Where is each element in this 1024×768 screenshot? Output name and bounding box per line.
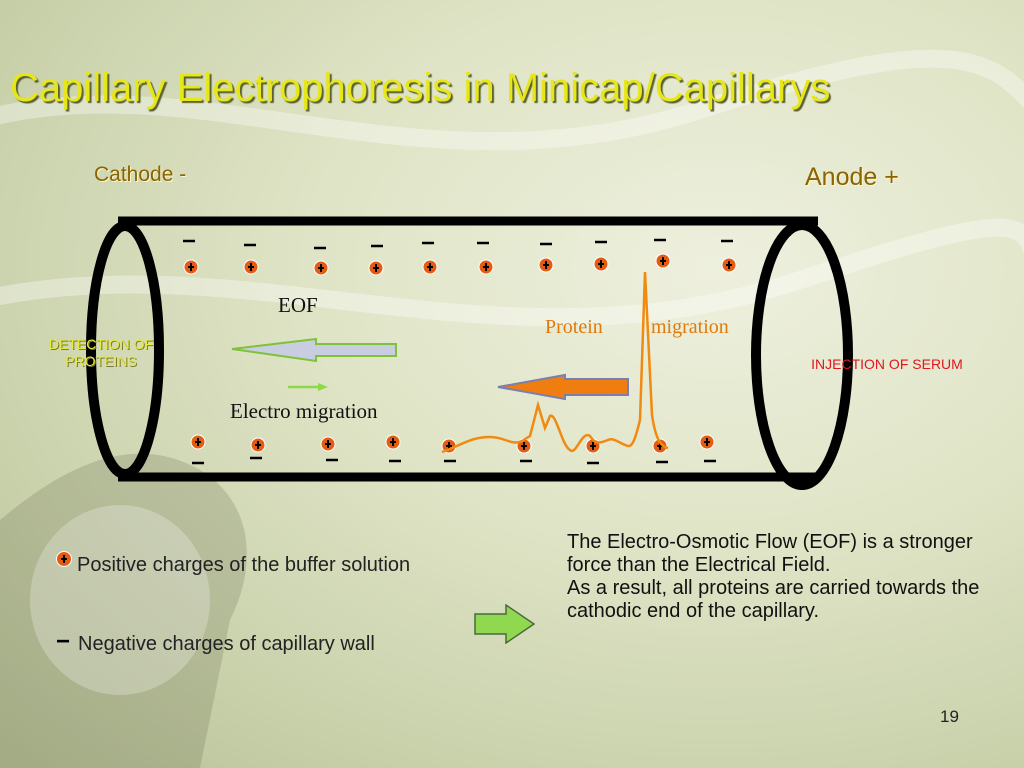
anode-end-ring (751, 220, 853, 490)
legend-positive-text: Positive charges of the buffer solution (77, 554, 411, 576)
electropherogram-trace (441, 271, 669, 454)
result-arrow-icon (474, 604, 536, 644)
eof-label: EOF (278, 293, 318, 317)
negative-charges-top (183, 238, 733, 250)
electro-migration-arrow (288, 383, 328, 391)
explanation-text: The Electro-Osmotic Flow (EOF) is a stro… (567, 531, 997, 623)
migration-label: migration (651, 316, 729, 338)
negative-charge-icon: − (56, 628, 71, 655)
protein-label: Protein (545, 316, 603, 338)
page-number: 19 (940, 707, 959, 726)
negative-charges-bottom (192, 456, 716, 465)
explanation-line-2: As a result, all proteins are carried to… (567, 577, 980, 622)
electro-migration-label: Electro migration (230, 399, 378, 423)
cathode-label: Cathode - (94, 163, 187, 186)
injection-label: INJECTION OF SERUM (811, 356, 963, 372)
page-title: Capillary Electrophoresis in Minicap/Cap… (10, 66, 831, 110)
detection-label: DETECTION OF PROTEINS (48, 336, 154, 369)
protein-migration-arrow (497, 373, 629, 401)
positive-charges-top (183, 253, 737, 276)
eof-arrow (231, 337, 397, 363)
legend-negative-text: Negative charges of capillary wall (78, 633, 375, 655)
explanation-line-1: The Electro-Osmotic Flow (EOF) is a stro… (567, 531, 973, 576)
anode-label: Anode + (805, 163, 899, 191)
positive-charge-icon (56, 551, 72, 567)
cathode-end-ring (86, 221, 164, 479)
